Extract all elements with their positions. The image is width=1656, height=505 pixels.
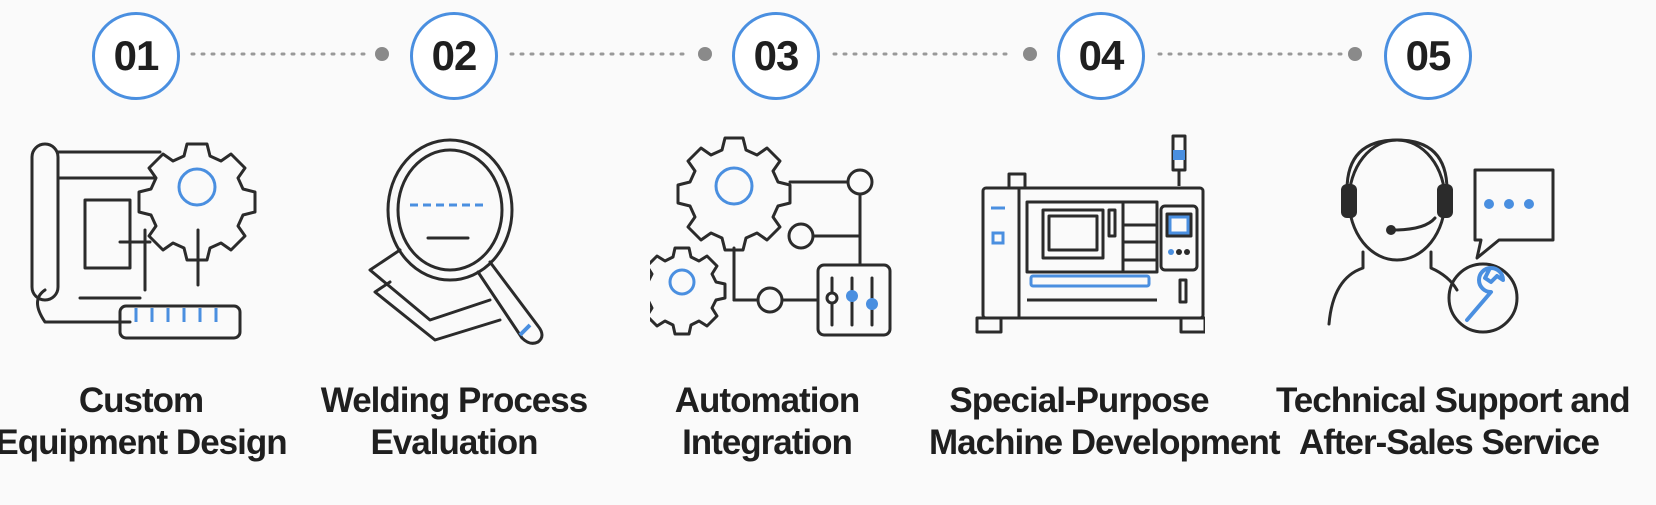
connector-2-3 <box>509 47 712 61</box>
step-5-number-badge: 05 <box>1384 12 1472 100</box>
step-3-label-line-1: Automation <box>674 381 860 420</box>
step-3-label-line-2: Integration <box>682 423 853 462</box>
support-agent-wrench-icon <box>1327 138 1555 334</box>
step-2-label: Welding Process Evaluation <box>304 380 604 464</box>
step-1-label-line-1: Custom <box>78 381 204 420</box>
connector-1-2 <box>190 47 389 61</box>
step-3-label: Automation Integration <box>617 380 917 464</box>
connector-3-4 <box>832 47 1037 61</box>
step-1-number-badge: 01 <box>92 12 180 100</box>
step-5-label-line-1: Technical Support and <box>1276 381 1631 420</box>
step-4-label: Special-Purpose Machine Development <box>929 380 1281 464</box>
step-4-number-badge: 04 <box>1057 12 1145 100</box>
industrial-machine-icon <box>975 134 1205 334</box>
step-5-label-line-2: After-Sales Service <box>1298 423 1600 462</box>
step-2-number-badge: 02 <box>410 12 498 100</box>
step-1-label: Custom Equipment Design <box>0 380 291 464</box>
step-4-label-line-1: Special-Purpose <box>949 381 1209 420</box>
step-3-number-badge: 03 <box>732 12 820 100</box>
gears-network-control-icon <box>650 136 892 337</box>
step-2-label-line-1: Welding Process <box>320 381 588 420</box>
step-1-label-line-2: Equipment Design <box>0 423 288 462</box>
step-2-label-line-2: Evaluation <box>370 423 539 462</box>
connector-4-5 <box>1157 47 1362 61</box>
step-4-label-line-2: Machine Development <box>929 423 1281 462</box>
blueprint-gear-ruler-icon <box>30 142 257 340</box>
magnifier-document-icon <box>368 138 544 345</box>
step-5-label: Technical Support and After-Sales Servic… <box>1276 380 1631 464</box>
